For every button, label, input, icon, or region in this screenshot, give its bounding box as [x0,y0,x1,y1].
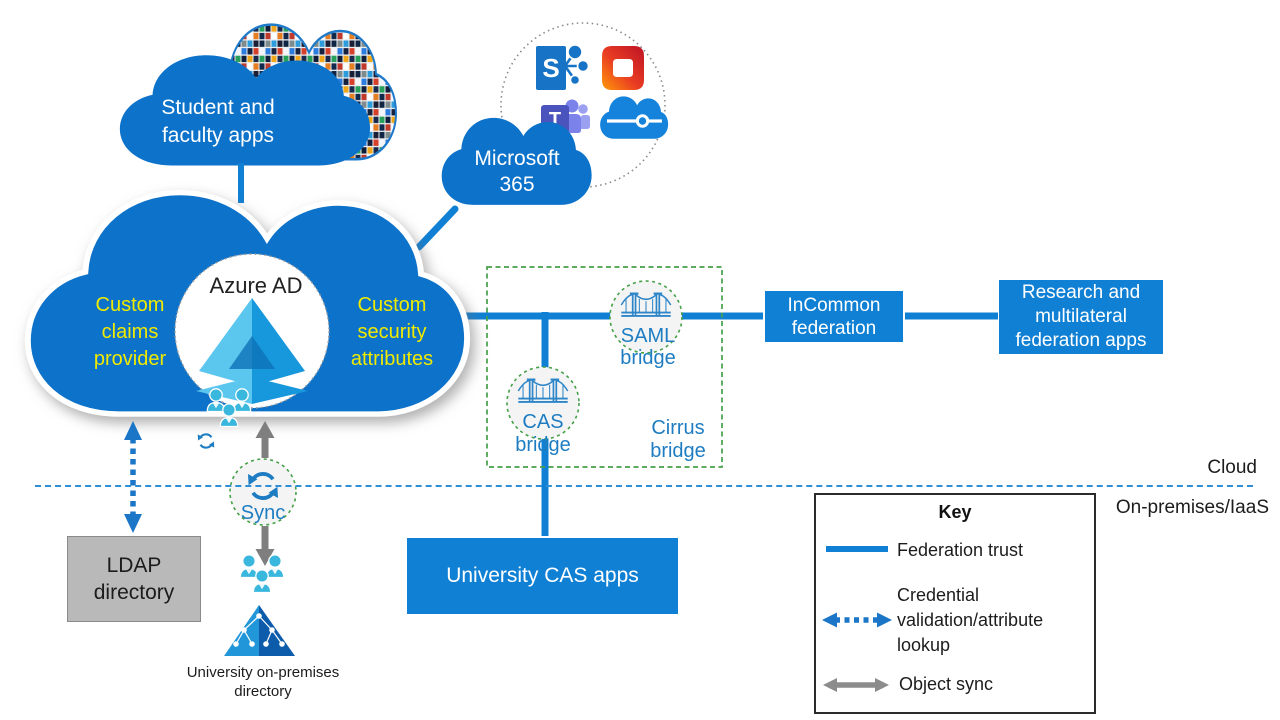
credential-validation-arrow-icon [822,612,892,628]
sharepoint-icon: S [536,44,590,90]
object-sync-arrow-icon [823,678,889,692]
sync-label: Sync [240,502,286,524]
m365-dotted-circle [500,22,666,188]
onprem-directory-icon [224,605,295,656]
cirrus-bridge-boundary [486,266,723,468]
small-sync-icon [196,433,216,449]
cas-bridge-label: CAS bridge [515,411,571,456]
onprem-zone-label: On-premises/IaaS [1115,497,1269,518]
cloud-zone-label: Cloud [1207,457,1257,478]
svg-text:S: S [542,53,559,83]
research-federation-apps-box: Research and multilateral federation app… [999,280,1163,354]
key-legend: Key Federation trust Credential validati… [814,493,1096,714]
azure-ad-label: Azure AD [209,273,303,298]
key-title: Key [938,502,972,522]
office-icon [602,46,644,90]
federation-trust-label: Federation trust [897,540,1024,560]
sync-circle [229,458,297,526]
custom-claims-label: Custom claims provider [93,294,167,370]
incommon-federation-box: InCommon federation [765,291,903,342]
cirrus-bridge-label: Cirrus bridge [650,417,706,462]
cloud-onprem-separator [35,485,1253,487]
custom-security-label: Custom security attributes [350,294,434,370]
university-cas-apps-box: University CAS apps [407,538,678,614]
credential-validation-label: Credential validation/attribute lookup [897,585,1044,655]
cas-bridge-circle [506,366,580,440]
ldap-directory-box: LDAP directory [67,536,201,622]
saml-bridge-circle [609,280,683,354]
object-sync-arrow-top [255,421,275,458]
federation-trust-line-icon [826,546,888,552]
student-apps-label: Student and faculty apps [161,96,275,147]
onprem-directory-label: University on-premises directory [186,664,340,700]
credential-validation-arrow [124,421,142,533]
object-sync-label: Object sync [899,674,994,694]
object-sync-arrow-bottom [255,526,275,566]
m365-label: Microsoft 365 [474,147,560,196]
connector-azure-to-m365 [415,205,459,251]
saml-bridge-label: SAML bridge [620,325,676,369]
azure-cloud-service-icon [600,96,669,139]
